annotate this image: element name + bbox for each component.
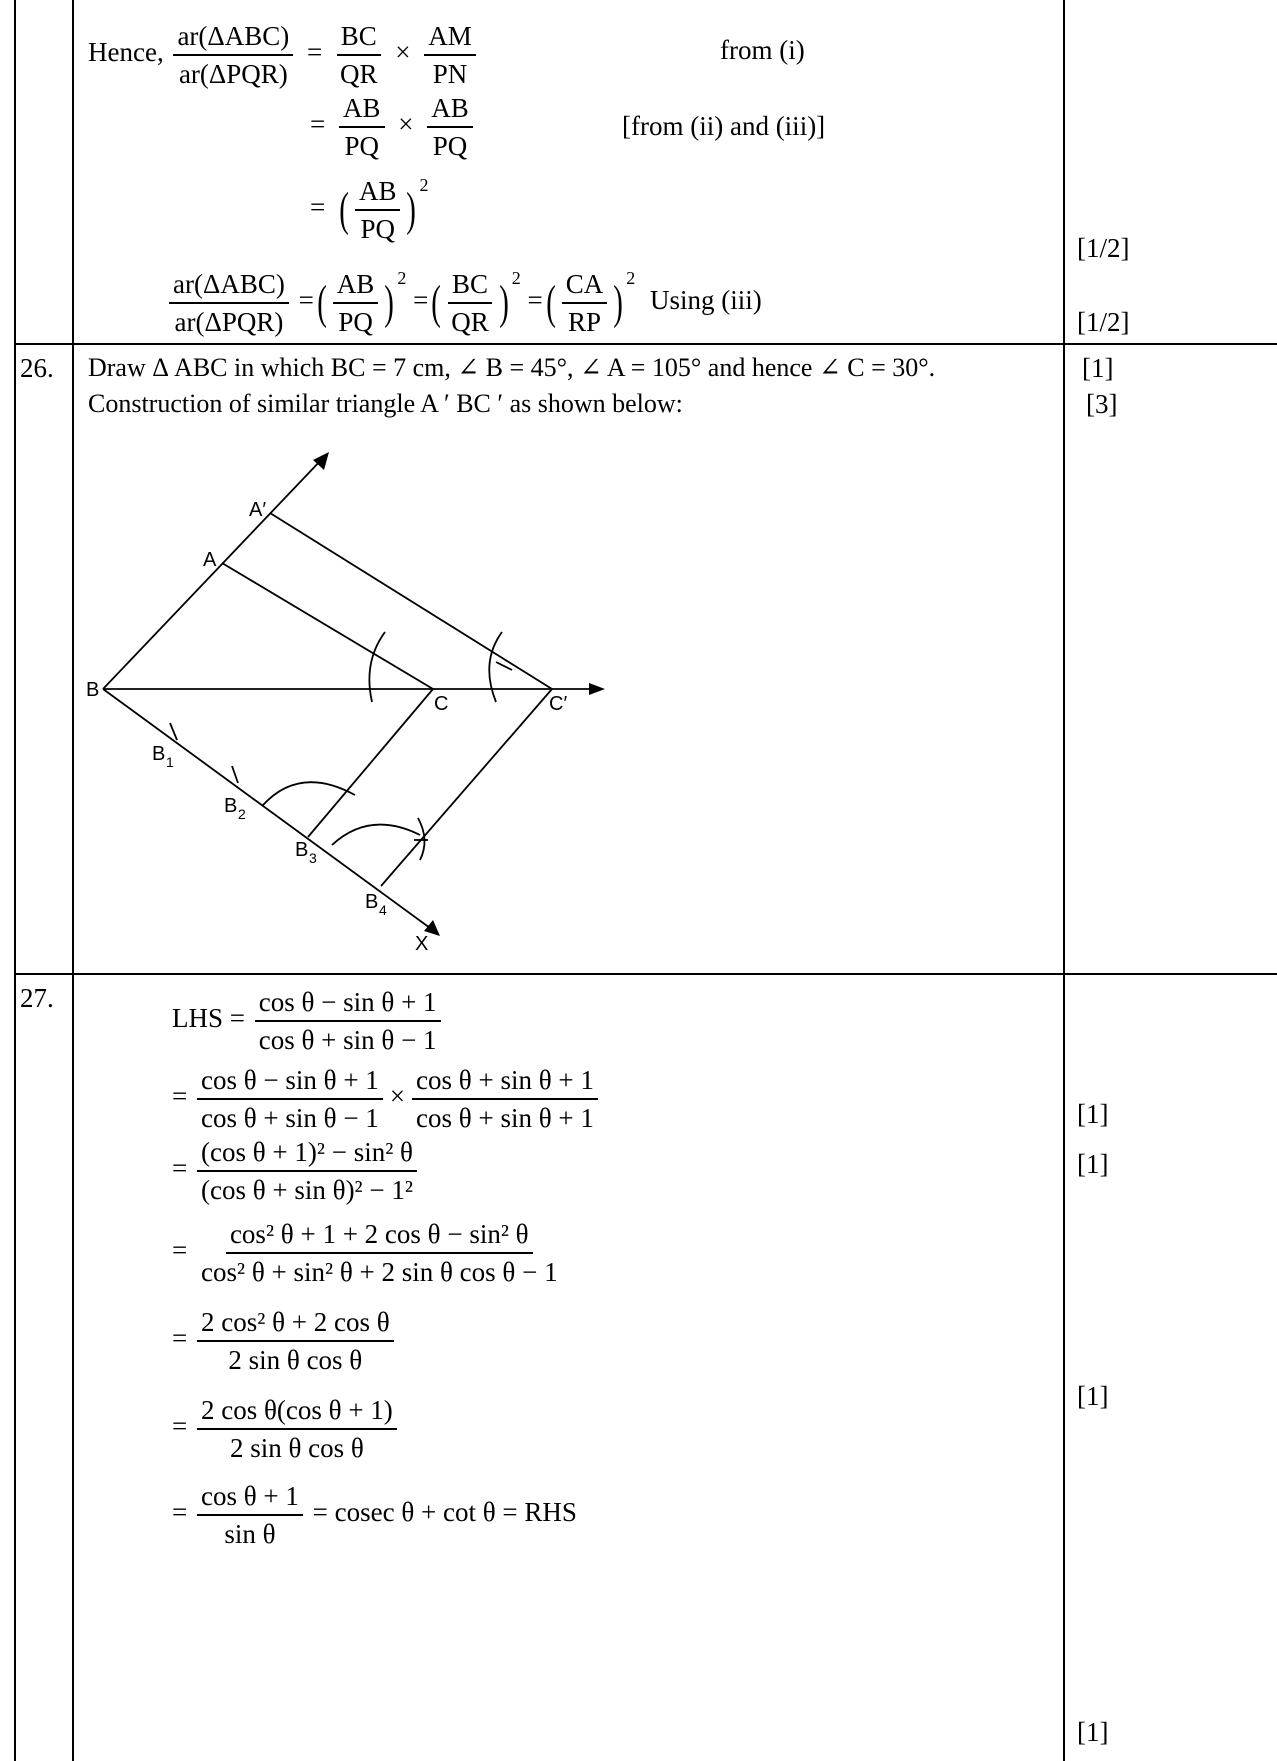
mark-q27-3: [1] [1077, 1381, 1109, 1411]
mark-q27-2: [1] [1077, 1149, 1109, 1179]
row-divider-26-27 [14, 973, 1277, 975]
mark-q26-1: [1] [1082, 353, 1114, 383]
arrow-down-icon [424, 920, 440, 936]
label-x: X [415, 933, 428, 955]
q27-step3: = (cos θ + 1)² − sin² θ(cos θ + sin θ)² … [172, 1136, 420, 1206]
q27-step6: = 2 cos θ(cos θ + 1)2 sin θ cos θ [172, 1394, 400, 1464]
marks-column-divider [1063, 0, 1065, 1761]
s25-note-row2: [from (ii) and (iii)] [622, 111, 826, 141]
using-note: Using (iii) [650, 285, 762, 316]
fraction: (cos θ + 1)² − sin² θ(cos θ + sin θ)² − … [196, 1136, 417, 1206]
construction-diagram: A′ A B C C′ B 1 B 2 B 3 B 4 X [86, 452, 605, 955]
number-column-divider [72, 0, 74, 1761]
svg-text:2: 2 [238, 806, 246, 822]
label-b1: B [152, 743, 165, 765]
row-divider-25-26 [14, 343, 1277, 345]
hence-label: Hence, [88, 37, 164, 68]
label-b4: B [365, 891, 378, 913]
fraction: 2 cos θ(cos θ + 1)2 sin θ cos θ [196, 1394, 397, 1464]
label-b2: B [224, 795, 237, 817]
s25-note-row1: from (i) [720, 35, 805, 65]
svg-text:4: 4 [379, 902, 387, 918]
mark-q26-2: [3] [1086, 389, 1118, 419]
mark-q27-1: [1] [1077, 1099, 1109, 1129]
label-b3: B [295, 839, 308, 861]
question-number-27: 27. [20, 983, 54, 1013]
left-border [14, 0, 16, 1761]
svg-text:1: 1 [166, 754, 174, 770]
q26-line2: Construction of similar triangle A ′ BC … [88, 389, 683, 418]
mark-half-1: [1/2] [1077, 233, 1130, 263]
svg-text:3: 3 [309, 850, 317, 866]
label-a-prime: A′ [249, 499, 266, 521]
mark-half-2: [1/2] [1077, 307, 1130, 337]
label-b: B [86, 679, 99, 701]
label-c: C [434, 693, 448, 715]
question-number-26: 26. [20, 353, 54, 383]
q26-line1: Draw Δ ABC in which BC = 7 cm, ∠ B = 45°… [88, 353, 936, 382]
arrow-right-icon [589, 683, 605, 695]
mark-q27-4: [1] [1077, 1717, 1109, 1747]
label-a: A [203, 549, 217, 571]
label-c-prime: C′ [549, 693, 567, 715]
fraction: ar(ΔABC)ar(ΔPQR) [169, 268, 289, 338]
q27-conclusion: = cosec θ + cot θ = RHS [312, 1497, 577, 1528]
arrow-up-icon [313, 452, 329, 470]
fraction: ar(ΔABC)ar(ΔPQR) [173, 20, 294, 90]
